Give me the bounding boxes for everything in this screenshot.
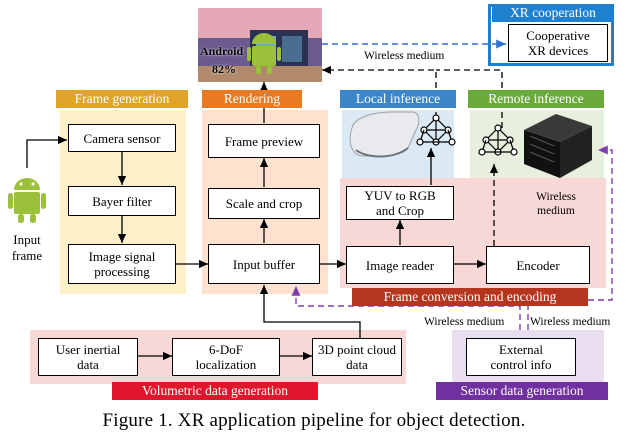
isp-line1: Image signal — [88, 249, 156, 264]
edge-server-icon — [524, 114, 592, 178]
scale-crop-box: Scale and crop — [208, 188, 320, 219]
encoder-box: Encoder — [486, 246, 590, 284]
isp-line2: processing — [94, 264, 150, 279]
dof-localization-box: 6-DoF localization — [172, 338, 280, 376]
android-robot-icon — [247, 33, 281, 74]
yuv-line2: and Crop — [375, 203, 425, 218]
arrow-sensor-to-remote — [527, 145, 613, 330]
isp-box: Image signal processing — [68, 244, 176, 284]
camera-sensor-box: Camera sensor — [68, 124, 176, 152]
yuv-rgb-box: YUV to RGB and Crop — [346, 186, 454, 220]
wireless-right-line2: medium — [537, 205, 575, 217]
wireless-bottom-right-label: Wireless medium — [530, 316, 611, 328]
phone-battery-label: 82% — [212, 62, 236, 76]
wireless-top-label: Wireless medium — [362, 50, 447, 63]
inertial-line2: data — [77, 357, 99, 372]
user-inertial-box: User inertial data — [38, 338, 138, 376]
frame-conversion-header: Frame conversion and encoding — [352, 288, 588, 306]
yuv-line1: YUV to RGB — [364, 188, 436, 203]
frame-preview-box: Frame preview — [208, 124, 320, 158]
phone-screen-image — [198, 8, 322, 82]
coop-line1: Cooperative — [526, 28, 590, 43]
remote-inference-header: Remote inference — [468, 90, 604, 108]
input-label-line1: Input — [13, 232, 41, 247]
bayer-filter-box: Bayer filter — [68, 186, 176, 216]
local-inference-header: Local inference — [340, 90, 456, 108]
inertial-line1: User inertial — [55, 342, 121, 357]
line-remote-to-top — [436, 69, 503, 128]
dof-line1: 6-DoF — [209, 342, 243, 357]
sensor-header: Sensor data generation — [436, 382, 608, 400]
xr-cooperation-header: XR cooperation — [492, 4, 614, 22]
input-frame-label: Input frame — [4, 232, 50, 264]
cloud-line2: data — [346, 357, 368, 372]
frame-generation-header: Frame generation — [56, 90, 188, 108]
wireless-right-line1: Wireless — [536, 191, 576, 203]
cooperative-xr-box: Cooperative XR devices — [508, 24, 608, 62]
input-label-line2: frame — [11, 248, 43, 263]
arrow-sensor-to-buffer — [291, 286, 521, 330]
remote-nn-icon — [478, 124, 518, 156]
arrow-cloud-to-buffer — [259, 285, 361, 340]
cloud-line1: 3D point cloud — [318, 342, 396, 357]
local-nn-icon — [416, 114, 456, 146]
image-reader-box: Image reader — [346, 246, 454, 284]
ext-line2: control info — [490, 357, 552, 372]
wireless-bottom-left-label: Wireless medium — [424, 316, 505, 328]
input-android-icon — [8, 178, 46, 223]
point-cloud-box: 3D point cloud data — [312, 338, 402, 376]
coop-line2: XR devices — [527, 43, 589, 58]
rendering-header: Rendering — [202, 90, 302, 108]
phone-brand-label: Android — [200, 44, 244, 58]
input-buffer-box: Input buffer — [208, 244, 320, 284]
arrow-input-to-camera — [26, 135, 67, 168]
xr-headset-icon — [349, 111, 420, 158]
dof-line2: localization — [195, 357, 257, 372]
volumetric-header: Volumetric data generation — [112, 382, 318, 400]
wireless-right-label: Wireless medium — [526, 190, 586, 218]
figure-caption: Figure 1. XR application pipeline for ob… — [102, 410, 526, 431]
external-control-box: External control info — [466, 338, 576, 376]
ext-line1: External — [498, 342, 544, 357]
